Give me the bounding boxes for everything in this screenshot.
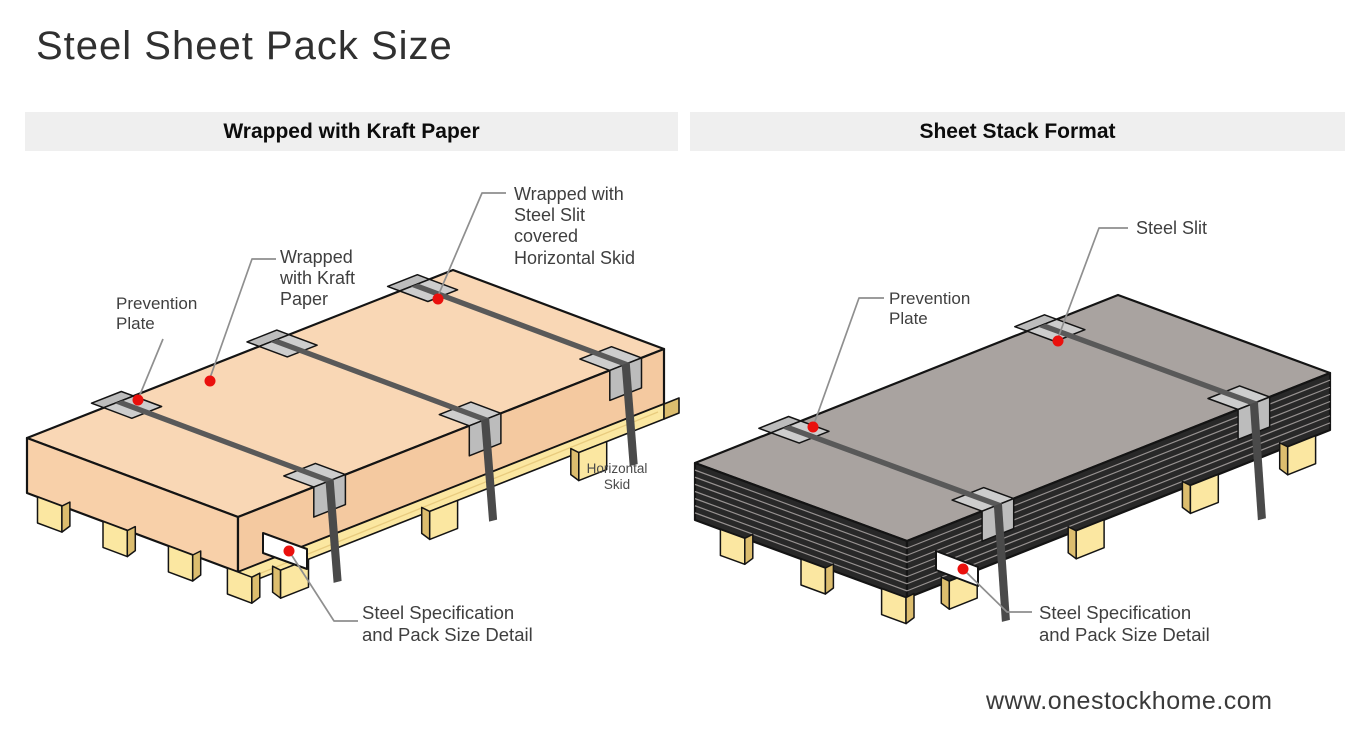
pallet-leg: [428, 499, 459, 541]
sheet-layer-line: [694, 505, 908, 585]
callout-label-spec-right: Steel Specification and Pack Size Detail: [1039, 602, 1210, 646]
label-line: with Kraft: [280, 268, 356, 289]
leader-line: [813, 297, 884, 425]
callout-dot: [432, 293, 444, 305]
sheet-layer-line: [694, 476, 908, 556]
label-line: Steel Slit: [1136, 218, 1208, 238]
callout-dot: [807, 421, 819, 433]
spec-label-tag: [935, 550, 979, 587]
label-line: Wrapped with: [514, 184, 624, 204]
pallet-leg-side: [61, 501, 71, 533]
wood-grain-line: [243, 411, 659, 581]
pallet-leg-side: [191, 550, 202, 582]
pallet-leg: [578, 440, 608, 482]
label-line: Steel Specification: [1039, 602, 1192, 623]
pallet-leg-side: [905, 592, 915, 625]
label-line: and Pack Size Detail: [362, 623, 533, 645]
sheet-layer-line: [694, 469, 908, 549]
callout-label-steel-slit: Steel Slit: [1136, 218, 1207, 239]
sheet-layer-line: [694, 483, 908, 563]
left-pack-illustration: [25, 268, 680, 604]
strap: [782, 425, 1002, 507]
pallet-leg-side: [1278, 442, 1289, 476]
strap: [270, 339, 489, 421]
pallet-leg-side: [271, 565, 282, 599]
page-title: Steel Sheet Pack Size: [36, 24, 453, 68]
label-line: Plate: [116, 314, 155, 334]
pallet-leg-side: [420, 506, 431, 541]
label-line: Skid: [603, 477, 631, 493]
leader-line: [962, 568, 1032, 613]
callout-dot: [1052, 335, 1064, 347]
label-line: Plate: [889, 309, 928, 329]
sheet-layer-line: [694, 512, 908, 592]
leader-line: [138, 338, 164, 398]
label-line: Prevention: [889, 289, 971, 308]
callout-label-prevention-plate-left: Prevention Plate: [116, 294, 197, 334]
pallet-rim-end: [663, 397, 680, 420]
strap: [114, 400, 334, 483]
callout-label-steel-slit-skid: Wrapped with Steel Slit covered Horizont…: [514, 184, 635, 269]
right-pack-illustration: [693, 293, 1332, 625]
strap-face: [481, 417, 498, 522]
callout-dot: [132, 394, 144, 406]
pallet-leg: [1075, 518, 1105, 560]
label-line: Steel Slit: [514, 205, 586, 226]
label-line: Horizontal: [586, 461, 648, 476]
leader-line: [209, 258, 276, 379]
callout-label-spec-left: Steel Specification and Pack Size Detail: [362, 602, 533, 646]
pallet-leg-side: [251, 572, 261, 604]
callout-label-prevention-plate-right: Prevention Plate: [889, 289, 970, 329]
leader-line: [288, 550, 358, 622]
pallet-leg-side: [744, 533, 754, 566]
pallet-leg-side: [824, 563, 835, 595]
left-panel-header: Wrapped with Kraft Paper: [25, 112, 678, 151]
website-text: www.onestockhome.com: [986, 687, 1273, 715]
label-line: covered: [514, 226, 579, 247]
callout-dot: [283, 545, 295, 557]
pallet-leg: [1286, 434, 1317, 476]
callout-label-kraft-paper: Wrapped with Kraft Paper: [280, 247, 355, 311]
leader-line: [1057, 227, 1128, 339]
label-line: Paper: [280, 289, 329, 310]
leader-line: [437, 192, 506, 297]
pallet-leg-side: [1181, 480, 1192, 515]
callout-dot: [204, 375, 216, 387]
strap-face: [325, 478, 342, 583]
pallet-leg-side: [940, 576, 951, 610]
strap-face: [621, 362, 638, 467]
sheet-layer-line: [694, 498, 908, 578]
strap: [410, 283, 630, 366]
label-horizontal-skid: Horizontal Skid: [568, 461, 666, 494]
callout-dot: [957, 563, 969, 575]
label-line: Prevention: [116, 294, 198, 313]
strap-face: [1249, 401, 1266, 521]
pallet-leg-side: [126, 525, 137, 558]
strap-face: [993, 502, 1010, 622]
label-line: Steel Specification: [362, 602, 515, 623]
label-line: and Pack Size Detail: [1039, 623, 1210, 645]
sheet-layer-line: [694, 490, 908, 571]
pallet-leg-side: [1067, 526, 1077, 560]
callouts: [132, 192, 1128, 622]
pallet-leg: [1189, 473, 1220, 515]
right-panel-header: Sheet Stack Format: [690, 112, 1345, 151]
label-line: Wrapped: [280, 247, 353, 267]
label-line: Horizontal Skid: [514, 247, 636, 268]
strap: [1038, 323, 1258, 405]
